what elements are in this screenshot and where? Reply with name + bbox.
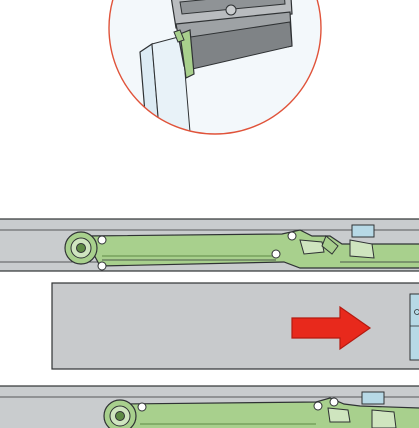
upper-pivot-left-bottom bbox=[97, 261, 107, 271]
lower-pivot-right bbox=[313, 401, 323, 411]
detail-circle-outline bbox=[108, 0, 322, 135]
upper-damper-arm bbox=[83, 229, 419, 269]
lower-pivot-far-right bbox=[329, 397, 339, 407]
glass-clamp-detail bbox=[108, 0, 322, 135]
door-panel bbox=[51, 282, 419, 370]
green-gasket bbox=[179, 29, 195, 79]
clamp-screw bbox=[225, 4, 237, 16]
lower-pivot-left bbox=[137, 402, 147, 412]
upper-rail-assembly bbox=[0, 218, 419, 272]
lower-rail-assembly bbox=[0, 385, 419, 428]
top-profile-slot bbox=[179, 0, 286, 15]
arrow-right-icon bbox=[291, 305, 372, 351]
upper-roller-wheel-icon bbox=[64, 231, 98, 265]
lower-blue-bracket bbox=[361, 391, 385, 405]
upper-pivot-right bbox=[271, 249, 281, 259]
upper-pivot-far-right bbox=[287, 231, 297, 241]
upper-pivot-left-top bbox=[97, 235, 107, 245]
door-edge-bracket bbox=[409, 293, 419, 361]
lower-roller-wheel-icon bbox=[103, 399, 137, 428]
upper-blue-bracket bbox=[351, 224, 375, 238]
